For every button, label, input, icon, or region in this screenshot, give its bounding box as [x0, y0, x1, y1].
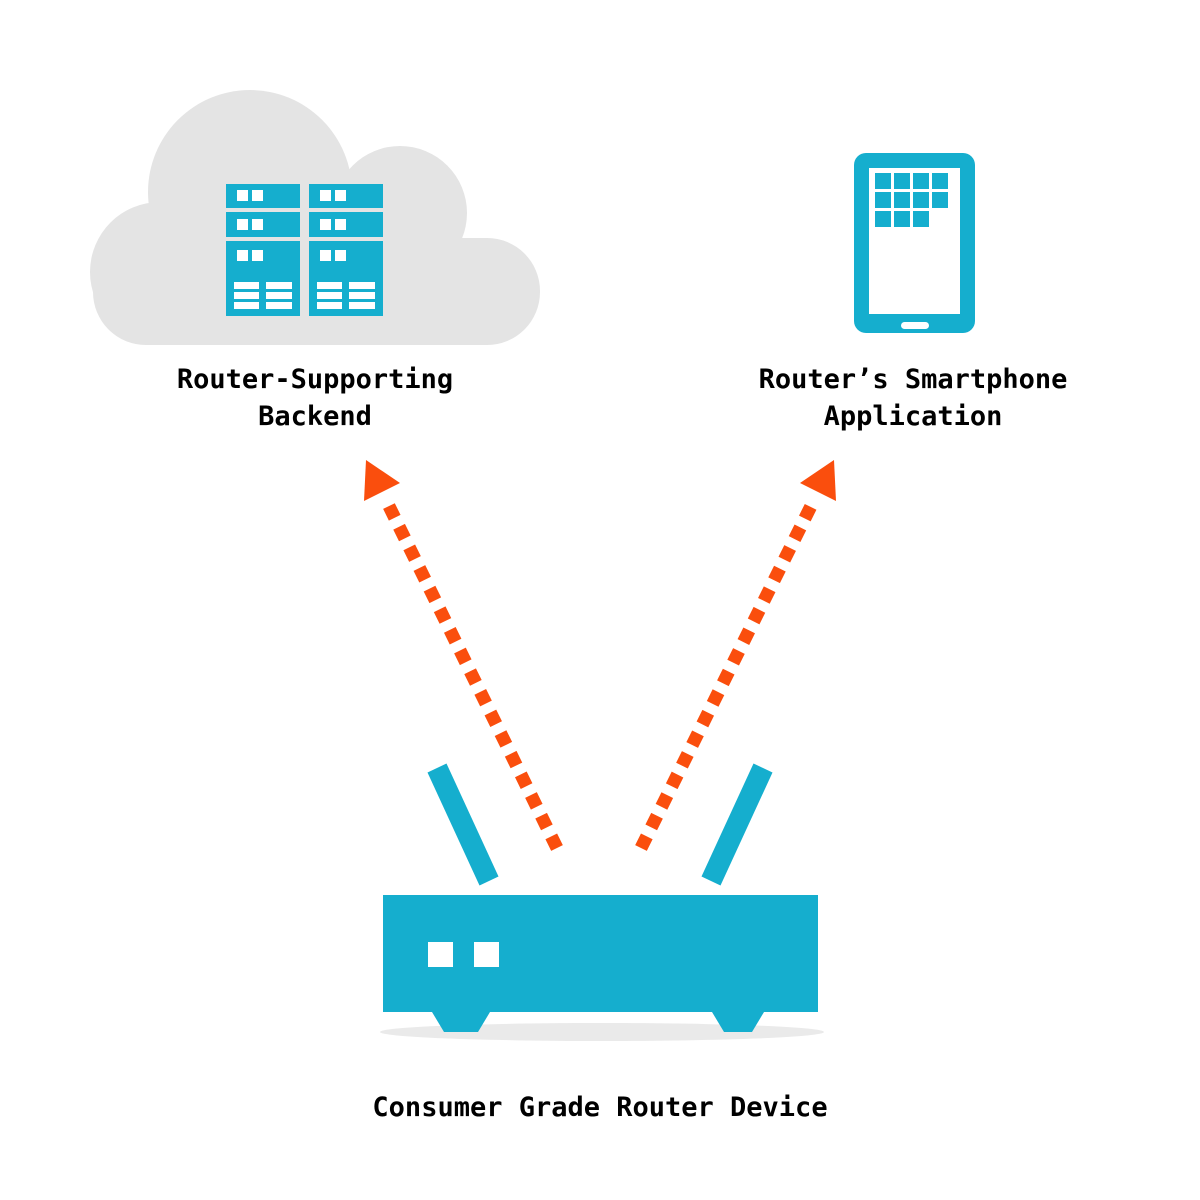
app-grid-icon [875, 173, 948, 227]
backend-label: Router-Supporting Backend [65, 361, 565, 435]
backend-label-line1: Router-Supporting [176, 364, 454, 395]
arrow-router-to-backend [364, 460, 563, 851]
arrow-dotted-line [635, 495, 821, 851]
router-foot-left [432, 1012, 490, 1032]
router-label: Consumer Grade Router Device [300, 1089, 900, 1126]
arrowhead-icon [364, 460, 400, 501]
app-label-line1: Router’s Smartphone [758, 364, 1068, 395]
router-shadow [380, 1023, 824, 1041]
backend-label-line2: Backend [258, 401, 372, 432]
phone-screen [869, 168, 960, 314]
router-foot-right [712, 1012, 764, 1032]
app-label: Router’s Smartphone Application [663, 361, 1163, 435]
arrow-dotted-line [379, 495, 563, 851]
wifi-router-icon [383, 763, 818, 1032]
home-button [901, 322, 929, 329]
router-body [383, 895, 818, 1012]
antenna-left [427, 763, 499, 886]
antenna-right [701, 763, 773, 886]
app-label-line2: Application [823, 401, 1003, 432]
smartphone-icon [854, 153, 975, 333]
arrowhead-icon [800, 460, 836, 501]
router-label-line1: Consumer Grade Router Device [372, 1092, 828, 1123]
arrow-router-to-app [635, 460, 836, 851]
router-leds [428, 942, 499, 967]
